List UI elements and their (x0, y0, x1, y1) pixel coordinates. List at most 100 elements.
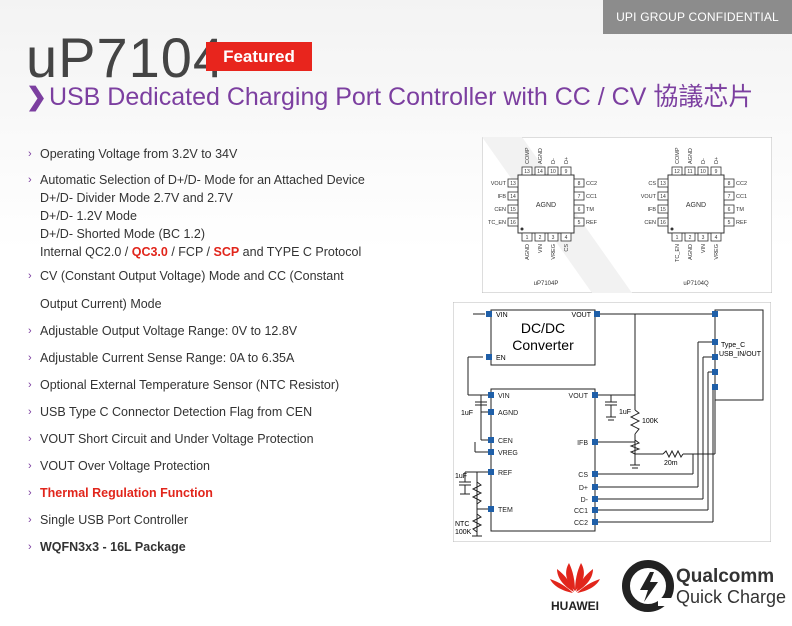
pin-vin (486, 311, 492, 317)
pin-label: CEN (644, 220, 656, 226)
pin-box (723, 191, 735, 201)
res1-label: 100K (642, 418, 659, 425)
pin-box (560, 232, 572, 242)
conn-pin (712, 339, 718, 345)
dcdc-converter-block (490, 309, 596, 366)
pin-box (723, 217, 735, 227)
chevron-right-icon: ❯ (26, 83, 47, 111)
pin-box (657, 204, 669, 214)
bullet-icon: › (28, 487, 32, 499)
ic-pin (592, 392, 598, 398)
pin-number: 13 (524, 169, 530, 175)
ic-pin-label: D+ (579, 485, 588, 492)
pin-label: VIN (701, 244, 707, 253)
feature-text: Automatic Selection of D+/D- Mode for an… (40, 173, 365, 187)
pin-number: 14 (510, 194, 516, 200)
ic-pin (488, 437, 494, 443)
pin-box (573, 204, 585, 214)
pin-number: 8 (728, 181, 731, 187)
cap2-label: 1uF (619, 409, 631, 416)
conv-vin-label: VIN (496, 312, 508, 319)
quick-charge-ring-icon (622, 560, 674, 612)
ic-pin-label: CC2 (574, 520, 588, 527)
pin-number: 3 (702, 235, 705, 241)
feature-item: › Adjustable Output Voltage Range: 0V to… (26, 322, 446, 340)
feature-text-highlight: Thermal Regulation Function (40, 486, 213, 500)
ic-pin (592, 439, 598, 445)
pin-number: 9 (565, 169, 568, 175)
chip-body (517, 174, 575, 234)
conn-pin (712, 369, 718, 375)
pin-label: D+ (564, 157, 570, 164)
feature-text: Operating Voltage from 3.2V to 34V (40, 147, 238, 161)
ic-pin-label: D- (581, 497, 589, 504)
protocol-text: and TYPE C Protocol (239, 245, 362, 259)
feature-text: Adjustable Output Voltage Range: 0V to 1… (40, 324, 298, 338)
qc3-highlight: QC3.0 (131, 245, 168, 259)
pin-vout (594, 311, 600, 317)
lightning-bolt-icon (640, 572, 658, 602)
feature-item: › VOUT Short Circuit and Under Voltage P… (26, 430, 446, 448)
protocol-text: Internal QC2.0 / (40, 245, 132, 259)
pin-number: 9 (715, 169, 718, 175)
featured-badge: Featured (206, 42, 312, 71)
pin-number: 4 (715, 235, 718, 241)
pin-box (697, 232, 709, 242)
bullet-icon: › (28, 352, 32, 364)
conv-vout-label: VOUT (572, 312, 592, 319)
bullet-icon: › (28, 406, 32, 418)
ic-pin-label: CC1 (574, 508, 588, 515)
bullet-icon: › (28, 460, 32, 472)
qualcomm-wordmark: Qualcomm Quick Charge (676, 567, 786, 608)
pin-label: VIN (538, 244, 544, 253)
pin-label: TC_EN (488, 220, 506, 226)
confidential-label: UPI GROUP CONFIDENTIAL (603, 0, 792, 34)
pin-number: 11 (687, 169, 692, 175)
conn-pin (712, 311, 718, 317)
pin-label: AGND (525, 244, 531, 260)
pin-box (521, 232, 533, 242)
huawei-logo: HUAWEI (550, 563, 600, 613)
pin-box (710, 166, 722, 176)
connector-label-2: USB_IN/OUT (719, 351, 762, 358)
pin-label: REF (586, 220, 598, 226)
quick-charge-logo (622, 560, 674, 612)
feature-item: › Adjustable Current Sense Range: 0A to … (26, 349, 446, 367)
pin-number: 6 (728, 207, 731, 213)
ic-pin-label: TEM (498, 507, 513, 514)
conn-pin (712, 354, 718, 360)
pin-box (710, 232, 722, 242)
pin-number: 7 (578, 194, 581, 200)
pin-number: 7 (728, 194, 731, 200)
ic-pin (488, 449, 494, 455)
pin-label: COMP (675, 147, 681, 164)
pin-number: 13 (660, 181, 666, 187)
cap3-label: 1uF (455, 473, 467, 480)
pin-label: D- (551, 158, 557, 164)
pin-number: 16 (660, 220, 666, 226)
pin-box (534, 232, 546, 242)
huawei-petals-icon (550, 563, 600, 593)
pin-label: CEN (494, 207, 506, 213)
pin-box (521, 166, 533, 176)
pin-number: 10 (550, 169, 556, 175)
ic-pin-label: VOUT (569, 393, 589, 400)
ic-pin (592, 484, 598, 490)
feature-text: Optional External Temperature Sensor (NT… (40, 378, 340, 392)
pin-label: AGND (688, 244, 694, 260)
pin-box (507, 178, 519, 188)
pin-label: VREG (551, 244, 557, 260)
ntc-label-2: 100K (455, 529, 472, 536)
subtitle-text: USB Dedicated Charging Port Controller w… (48, 83, 754, 111)
pin-number: 5 (578, 220, 581, 226)
pin-box (573, 217, 585, 227)
pin1-marker (520, 227, 524, 231)
pin-box (684, 232, 696, 242)
res2-label: 20m (664, 460, 678, 467)
scp-highlight: SCP (213, 245, 240, 259)
pin-number: 15 (660, 207, 666, 213)
feature-text: VOUT Short Circuit and Under Voltage Pro… (40, 432, 314, 446)
